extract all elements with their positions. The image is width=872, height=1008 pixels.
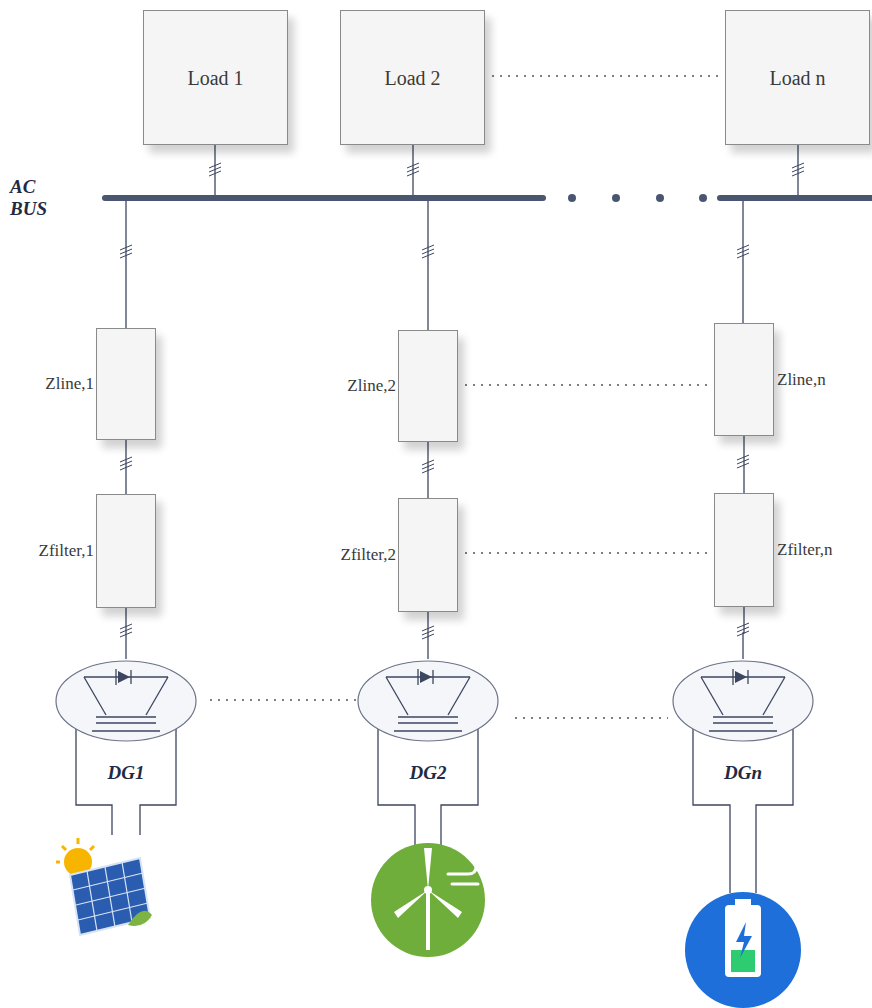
generator-label: DG1 xyxy=(54,762,198,784)
impedance-label: Zline,1 xyxy=(45,374,94,394)
wire-connector xyxy=(743,436,744,493)
load-label: Load 2 xyxy=(341,67,484,90)
impedance-box: Zline,2 xyxy=(398,330,458,442)
wire-connector xyxy=(427,612,428,659)
inverter-symbol xyxy=(54,659,198,743)
wire-connector xyxy=(125,608,126,659)
load-box: Load 1 xyxy=(143,10,288,145)
wire-connector xyxy=(125,440,126,494)
impedance-box: Zline,n xyxy=(714,323,774,436)
impedance-box: Zfilter,2 xyxy=(398,498,458,612)
impedance-label: Zfilter,2 xyxy=(341,545,397,565)
impedance-label: Zline,2 xyxy=(347,376,396,396)
inverter-unit: DG1 xyxy=(54,659,198,791)
inverter-symbol xyxy=(671,659,815,743)
impedance-box: Zfilter,1 xyxy=(96,494,156,608)
generator-label: DGn xyxy=(671,762,815,784)
impedance-box: Zline,1 xyxy=(96,328,156,440)
load-box: Load 2 xyxy=(340,10,485,145)
inverter-unit: DGn xyxy=(671,659,815,791)
inverter-unit: DG2 xyxy=(356,659,500,791)
load-label: Load 1 xyxy=(144,67,287,90)
load-box: Load n xyxy=(725,10,870,145)
wire-connector xyxy=(427,442,428,498)
load-label: Load n xyxy=(726,67,869,90)
impedance-label: Zfilter,1 xyxy=(39,541,95,561)
wire-connector xyxy=(743,607,744,659)
impedance-label: Zfilter,n xyxy=(777,540,833,560)
inverter-symbol xyxy=(356,659,500,743)
bus-label: AC BUS xyxy=(10,176,50,220)
impedance-label: Zline,n xyxy=(777,370,826,390)
impedance-box: Zfilter,n xyxy=(714,493,774,607)
generator-label: DG2 xyxy=(356,762,500,784)
